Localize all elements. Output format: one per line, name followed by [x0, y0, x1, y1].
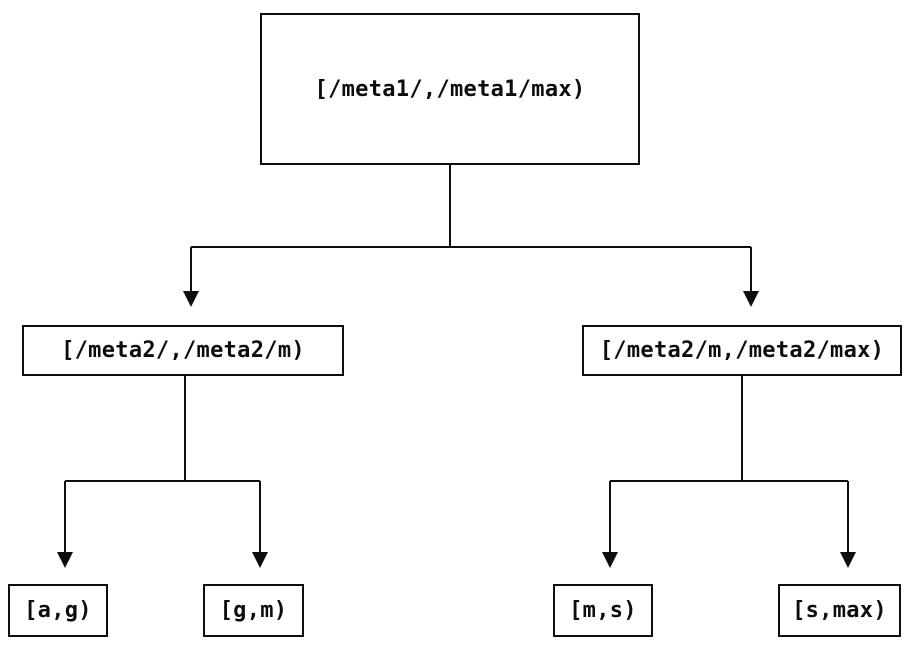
node-left-meta2-interval: [/meta2/,/meta2/m) — [22, 325, 344, 376]
arrowhead-to-leaf-ms — [602, 552, 618, 568]
edge-right-branch — [602, 376, 856, 568]
arrowhead-to-leaf-gm — [252, 552, 268, 568]
edge-root-branch — [183, 165, 759, 307]
node-right-meta2-interval: [/meta2/m,/meta2/max) — [582, 325, 902, 376]
node-leaf-ms: [m,s) — [553, 584, 653, 637]
edge-left-branch — [57, 376, 268, 568]
node-leaf-gm: [g,m) — [203, 584, 304, 637]
arrowhead-to-leaf-smax — [840, 552, 856, 568]
node-root-interval: [/meta1/,/meta1/max) — [260, 13, 640, 165]
arrowhead-to-left-node — [183, 291, 199, 307]
arrowhead-to-right-node — [743, 291, 759, 307]
node-leaf-smax: [s,max) — [778, 584, 901, 637]
node-leaf-ag: [a,g) — [8, 584, 108, 637]
arrowhead-to-leaf-ag — [57, 552, 73, 568]
